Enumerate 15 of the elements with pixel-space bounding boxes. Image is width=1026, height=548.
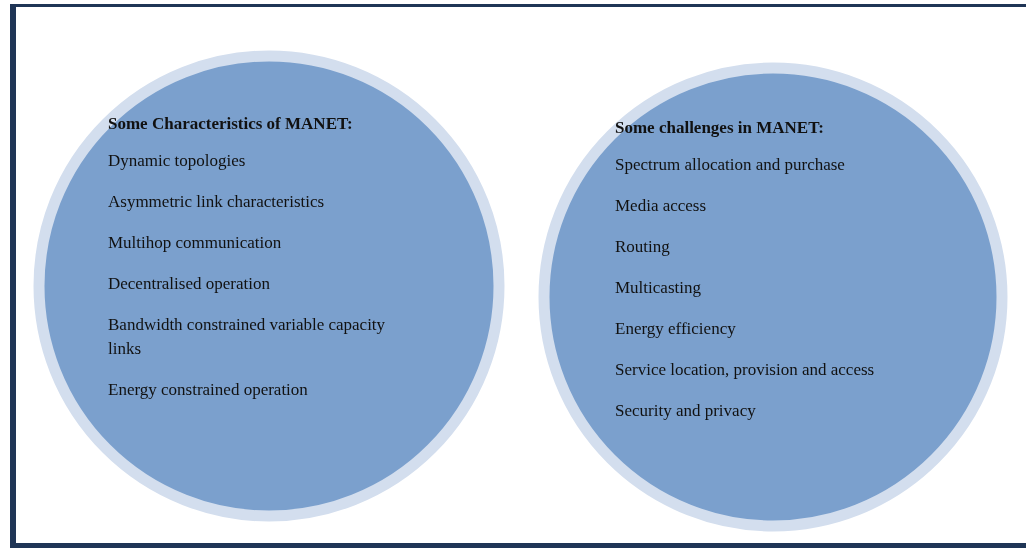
list-item: Decentralised operation — [108, 273, 271, 295]
list-item: Energy efficiency — [615, 318, 737, 340]
list-item: Security and privacy — [615, 400, 757, 422]
list-item: Multicasting — [615, 277, 702, 299]
list-item: Dynamic topologies — [108, 150, 247, 172]
list-item: Asymmetric link characteristics — [108, 191, 326, 213]
list-item: Bandwidth constrained variable capacity links — [108, 314, 387, 360]
list-item: Spectrum allocation and purchase — [615, 154, 846, 176]
list-item: Service location, provision and access — [615, 359, 876, 381]
circle-heading: Some challenges in MANET: — [615, 117, 825, 139]
list-item: Multihop communication — [108, 232, 283, 254]
list-item: Routing — [615, 236, 671, 258]
list-item: Media access — [615, 195, 708, 217]
list-item: Energy constrained operation — [108, 379, 309, 401]
circle-heading: Some Characteristics of MANET: — [108, 113, 354, 135]
